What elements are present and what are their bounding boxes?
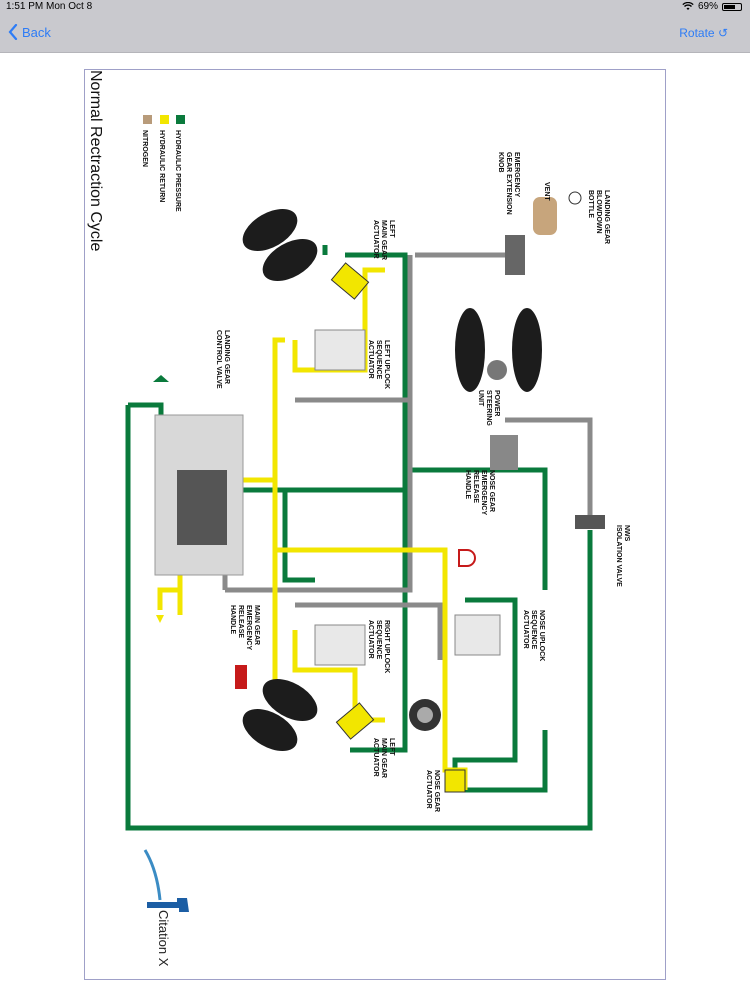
label-power-steering-unit-line-1: POWER — [493, 390, 500, 416]
label-nose-gear-emergency-release-handle-line-4: HANDLE — [464, 470, 471, 499]
left-main-wheel-1 — [242, 208, 298, 252]
diagram-title: Normal Rectraction Cycle — [87, 70, 104, 251]
status-bar: 1:51 PM Mon Oct 8 69% — [0, 0, 750, 14]
nose-gear-emergency-release-handle[interactable] — [458, 549, 476, 567]
wifi-icon — [682, 2, 694, 10]
chevron-left-icon — [8, 24, 18, 40]
main-gear-emergency-release-handle[interactable] — [235, 665, 247, 689]
back-label: Back — [22, 24, 51, 40]
nws-isolation-valve — [575, 515, 605, 529]
navigation-bar: Back Rotate ↺ — [0, 14, 750, 53]
steering-hub — [487, 360, 507, 380]
label-landing-gear-blowdown-bottle-line-3: BOTTLE — [587, 190, 594, 218]
label-left-main-gear-actuator-top-line-2: MAIN GEAR — [380, 220, 387, 260]
left-main-wheel-2 — [262, 238, 318, 282]
nose-wheel-1 — [455, 308, 485, 392]
citation-logo — [143, 849, 189, 912]
label-nose-uplock-sequence-actuator-line-2: SEQUENCE — [530, 610, 537, 650]
label-main-gear-emergency-release-handle-line-1: MAIN GEAR — [253, 605, 260, 645]
rotate-button[interactable]: Rotate ↺ — [679, 26, 728, 40]
legend-swatch-nitrogen — [143, 115, 152, 124]
label-left-main-gear-actuator-bottom-line-1: LEFT — [388, 738, 395, 756]
label-nose-gear-emergency-release-handle-line-1: NOSE GEAR — [488, 470, 495, 512]
label-emergency-gear-extension-knob-line-2: GEAR EXTENSION — [505, 152, 512, 215]
battery-percent: 69% — [697, 1, 718, 12]
label-left-main-gear-actuator-bottom-line-2: MAIN GEAR — [380, 738, 387, 778]
label-right-uplock-sequence-actuator-line-3: ACTUATOR — [367, 620, 374, 659]
nose-gear-actuator-body — [444, 769, 466, 793]
emergency-extension-valve — [505, 235, 525, 275]
left-uplock-actuator-body — [314, 329, 366, 371]
label-nose-uplock-sequence-actuator-line-3: ACTUATOR — [522, 610, 529, 649]
right-main-wheel-1 — [242, 708, 298, 752]
label-right-uplock-sequence-actuator-line-2: SEQUENCE — [375, 620, 382, 660]
label-nws-isolation-valve-line-1: NWS — [623, 525, 630, 542]
status-time: 1:51 PM — [6, 1, 44, 12]
diagram-title-box: Normal Rectraction Cycle — [87, 70, 104, 251]
legend-swatch-hydraulic-return — [160, 115, 169, 124]
label-power-steering-unit-line-2: STEERING — [485, 390, 492, 426]
label-left-uplock-sequence-actuator-line-2: SEQUENCE — [375, 340, 382, 380]
return-outlet-arrow — [156, 615, 164, 623]
status-right: 69% — [682, 1, 742, 12]
label-nws-isolation-valve-line-2: ISOLATION VALVE — [615, 525, 622, 587]
bottle-gauge — [568, 191, 582, 205]
right-uplock-actuator-body — [314, 624, 366, 666]
pressure-inlet-arrow — [153, 375, 169, 382]
label-left-uplock-sequence-actuator-line-3: ACTUATOR — [367, 340, 374, 379]
label-right-uplock-sequence-actuator-line-1: RIGHT UPLOCK — [383, 620, 390, 673]
label-nose-gear-actuator-line-1: NOSE GEAR — [433, 770, 440, 812]
label-nose-gear-actuator-line-2: ACTUATOR — [425, 770, 432, 809]
label-emergency-gear-extension-knob-line-3: KNOB — [497, 152, 504, 173]
legend-swatch-hydraulic-pressure — [176, 115, 185, 124]
label-landing-gear-blowdown-bottle-line-1: LANDING GEAR — [603, 190, 610, 244]
label-left-main-gear-actuator-top-line-3: ACTUATOR — [372, 220, 379, 259]
label-left-main-gear-actuator-top-line-1: LEFT — [388, 220, 395, 238]
label-landing-gear-control-valve-line-1: LANDING GEAR — [223, 330, 230, 384]
label-emergency-gear-extension-knob-line-1: EMERGENCY — [513, 152, 520, 197]
battery-icon — [722, 2, 742, 11]
blowdown-bottle — [533, 197, 557, 235]
component-labels: LANDING GEARBLOWDOWNBOTTLEVENTEMERGENCYG… — [141, 130, 630, 967]
label-nose-gear-emergency-release-handle-line-2: EMERGENCY — [480, 470, 487, 515]
label-nose-gear-emergency-release-handle-line-3: RELEASE — [472, 470, 479, 503]
nose-wheel-2 — [512, 308, 542, 392]
legend-label-hydraulic-return: HYDRAULIC RETURN — [158, 130, 165, 202]
label-left-uplock-sequence-actuator-line-1: LEFT UPLOCK — [383, 340, 390, 389]
left-main-gear-actuator-top-body — [330, 262, 370, 300]
power-steering-unit — [490, 435, 518, 470]
hydraulic-schematic: LANDING GEARBLOWDOWNBOTTLEVENTEMERGENCYG… — [125, 115, 630, 967]
label-landing-gear-blowdown-bottle-line-2: BLOWDOWN — [595, 190, 602, 234]
nose-uplock-actuator-body — [454, 614, 501, 656]
airplane-icon — [147, 898, 189, 912]
wheels — [242, 208, 542, 752]
legend-label-nitrogen: NITROGEN — [141, 130, 148, 167]
label-landing-gear-control-valve-line-2: CONTROL VALVE — [215, 330, 222, 389]
control-valve-core — [177, 470, 227, 545]
label-main-gear-emergency-release-handle-line-4: HANDLE — [229, 605, 236, 634]
label-left-main-gear-actuator-bottom-line-3: ACTUATOR — [372, 738, 379, 777]
legend-label-hydraulic-pressure: HYDRAULIC PRESSURE — [174, 130, 181, 212]
label-vent-line-1: VENT — [543, 182, 550, 201]
label-nose-uplock-sequence-actuator-line-1: NOSE UPLOCK — [538, 610, 545, 661]
status-date: Mon Oct 8 — [46, 1, 93, 12]
back-button[interactable]: Back — [8, 24, 51, 40]
left-main-gear-actuator-bottom-body — [335, 702, 375, 740]
return-grey-lines — [222, 252, 593, 660]
pressure-lines — [125, 245, 593, 831]
label-main-gear-emergency-release-handle-line-2: EMERGENCY — [245, 605, 252, 650]
label-main-gear-emergency-release-handle-line-3: RELEASE — [237, 605, 244, 638]
label-power-steering-unit-line-3: UNIT — [477, 390, 484, 407]
right-main-wheel-2 — [262, 678, 318, 722]
brand-name: Citation X — [156, 910, 171, 967]
nose-gear-hub — [417, 707, 433, 723]
